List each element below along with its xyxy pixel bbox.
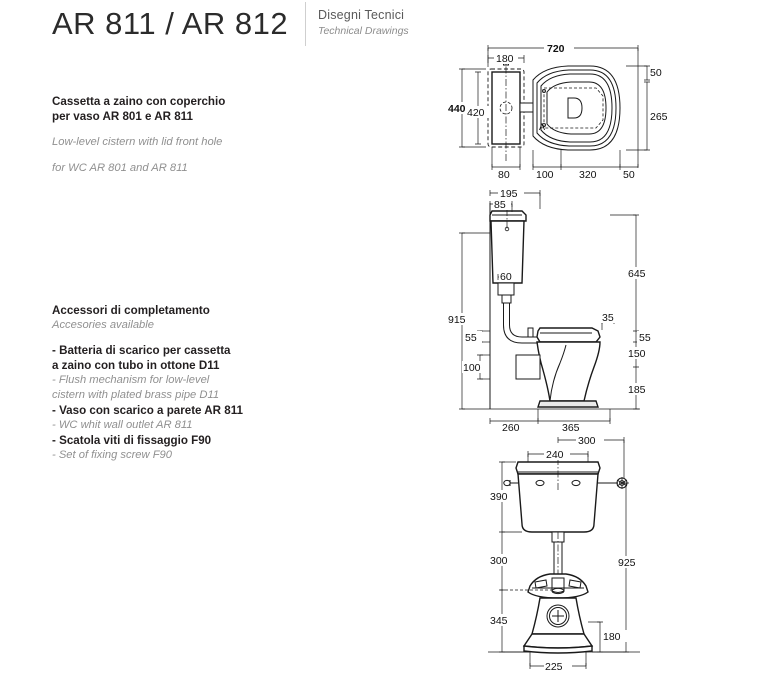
dim-150: 150 bbox=[628, 348, 646, 360]
dim-925: 925 bbox=[618, 557, 636, 569]
accessories-heading-block: Accessori di completamento Accesories av… bbox=[52, 303, 210, 333]
dim-300-top: 300 bbox=[578, 435, 596, 447]
dim-365: 365 bbox=[562, 422, 580, 434]
header-divider bbox=[305, 2, 306, 46]
accessory-item: - Scatola viti di fissaggio F90 bbox=[52, 434, 212, 447]
dim-225: 225 bbox=[545, 661, 563, 673]
dim-55-left: 55 bbox=[465, 332, 477, 344]
accessory-item: - WC whit wall outlet AR 811 bbox=[52, 419, 193, 431]
front-elevation-drawing: 300 240 390 300 345 925 180 bbox=[488, 434, 644, 673]
description-en-line2: for WC AR 801 and AR 811 bbox=[52, 162, 188, 174]
dim-915: 915 bbox=[448, 314, 466, 326]
dim-390: 390 bbox=[490, 491, 508, 503]
dim-440: 440 bbox=[448, 103, 466, 115]
accessory-item: - Flush mechanism for low-level bbox=[52, 374, 210, 386]
product-description-block: Cassetta a zaino con coperchio per vaso … bbox=[52, 94, 225, 176]
accessories-list: - Batteria di scarico per cassetta a zai… bbox=[52, 343, 243, 463]
dim-260: 260 bbox=[502, 422, 520, 434]
accessory-item: cistern with plated brass pipe D11 bbox=[52, 389, 220, 401]
dim-320: 320 bbox=[579, 169, 597, 181]
dim-35: 35 bbox=[602, 312, 614, 324]
accessories-heading-it: Accessori di completamento bbox=[52, 304, 210, 317]
section-label-en: Technical Drawings bbox=[318, 25, 409, 37]
description-it-line2: per vaso AR 801 e AR 811 bbox=[52, 110, 193, 123]
accessory-item: - Set of fixing screw F90 bbox=[52, 449, 172, 461]
accessory-item: - Vaso con scarico a parete AR 811 bbox=[52, 404, 243, 417]
accessory-item: a zaino con tubo in ottone D11 bbox=[52, 359, 220, 372]
dim-50-bottom: 50 bbox=[623, 169, 635, 181]
accessory-item: - Batteria di scarico per cassetta bbox=[52, 344, 231, 357]
dim-185: 185 bbox=[628, 384, 646, 396]
dim-100: 100 bbox=[536, 169, 554, 181]
description-en-line1: Low-level cistern with lid front hole bbox=[52, 136, 223, 148]
dim-345: 345 bbox=[490, 615, 508, 627]
dim-80: 80 bbox=[498, 169, 510, 181]
dim-85: 85 bbox=[494, 199, 506, 211]
section-label-it: Disegni Tecnici bbox=[318, 8, 405, 22]
dim-60: 60 bbox=[500, 271, 512, 283]
top-plan-view-drawing: A 720 180 440 420 80 bbox=[446, 42, 668, 181]
dim-100-left: 100 bbox=[463, 362, 481, 374]
dim-265: 265 bbox=[650, 111, 668, 123]
dim-240: 240 bbox=[546, 449, 564, 461]
dim-645: 645 bbox=[628, 268, 646, 280]
dim-180: 180 bbox=[603, 631, 621, 643]
dim-300-left: 300 bbox=[490, 555, 508, 567]
description-it-line1: Cassetta a zaino con coperchio bbox=[52, 95, 226, 108]
dim-55-right: 55 bbox=[639, 332, 651, 344]
svg-text:A: A bbox=[539, 122, 545, 132]
dim-195: 195 bbox=[500, 188, 518, 200]
dim-50-right: 50 bbox=[650, 67, 662, 79]
page-title: AR 811 / AR 812 bbox=[52, 6, 289, 41]
accessories-heading-en: Accesories available bbox=[52, 319, 154, 331]
dim-720: 720 bbox=[547, 43, 565, 55]
dim-180: 180 bbox=[496, 53, 514, 65]
dim-420: 420 bbox=[467, 107, 485, 119]
side-elevation-drawing: 195 85 60 915 55 100 bbox=[446, 187, 657, 434]
